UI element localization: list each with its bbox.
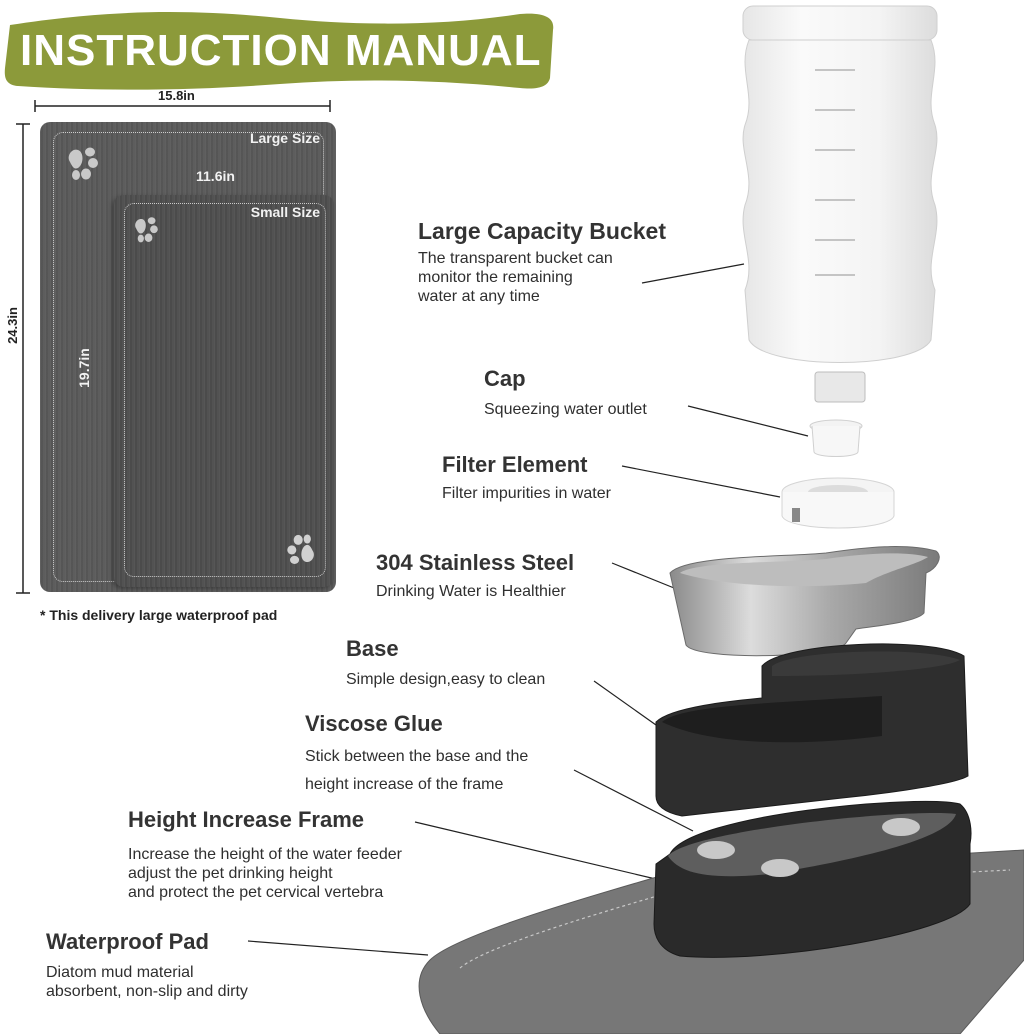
part-cap: Cap Squeezing water outlet: [484, 366, 647, 419]
part-height-increase-frame: Height Increase Frame Increase the heigh…: [128, 807, 402, 902]
part-desc: Squeezing water outlet: [484, 401, 647, 418]
base-illustration: [655, 643, 969, 817]
dimension-small-height: 19.7in: [75, 348, 92, 388]
paw-print-icon: [287, 534, 314, 564]
part-desc: Filter impurities in water: [442, 485, 611, 502]
part-desc: Increase the height of the water feeder …: [128, 846, 402, 901]
title-banner: INSTRUCTION MANUAL: [0, 0, 560, 100]
wavy-banner-shape: [4, 12, 554, 90]
part-base: Base Simple design,easy to clean: [346, 636, 545, 689]
filter-element-illustration: [781, 477, 895, 529]
part-title: Cap: [484, 366, 526, 391]
dimension-large-width: 15.8in: [158, 88, 195, 103]
part-title: Height Increase Frame: [128, 807, 364, 832]
part-desc: Diatom mud material absorbent, non-slip …: [46, 964, 248, 1000]
part-viscose-glue: Viscose Glue Stick between the base and …: [305, 711, 528, 799]
water-bucket-illustration: [742, 5, 938, 403]
part-desc: Drinking Water is Healthier: [376, 583, 566, 600]
part-stainless-steel: 304 Stainless Steel Drinking Water is He…: [376, 550, 574, 601]
large-size-label: Large Size: [249, 130, 320, 146]
part-title: 304 Stainless Steel: [376, 550, 575, 575]
part-waterproof-pad: Waterproof Pad Diatom mud material absor…: [46, 929, 248, 1001]
dimension-large-height: 24.3in: [4, 307, 20, 344]
dimension-small-width: 11.6in: [196, 168, 235, 184]
part-title: Waterproof Pad: [46, 929, 209, 954]
part-large-capacity-bucket: Large Capacity Bucket The transparent bu…: [418, 218, 666, 306]
small-size-label: Small Size: [250, 204, 320, 220]
part-title: Large Capacity Bucket: [418, 218, 666, 244]
height-increase-frame-illustration: [653, 800, 972, 958]
cap-illustration: [809, 419, 863, 457]
paw-print-icon: [135, 217, 158, 243]
part-desc: Simple design,easy to clean: [346, 671, 546, 688]
paw-print-icon: [68, 147, 98, 180]
part-title: Filter Element: [442, 452, 588, 477]
part-desc: Stick between the base and the height in…: [305, 748, 529, 793]
part-desc: The transparent bucket can monitor the r…: [418, 250, 613, 305]
page-title: INSTRUCTION MANUAL: [20, 26, 542, 75]
small-mat-illustration: Small Size: [114, 195, 334, 587]
part-filter-element: Filter Element Filter impurities in wate…: [442, 452, 611, 503]
part-title: Viscose Glue: [305, 711, 443, 736]
part-title: Base: [346, 636, 399, 661]
delivery-note: * This delivery large waterproof pad: [40, 607, 278, 623]
stainless-steel-bowl-illustration: [669, 546, 940, 657]
